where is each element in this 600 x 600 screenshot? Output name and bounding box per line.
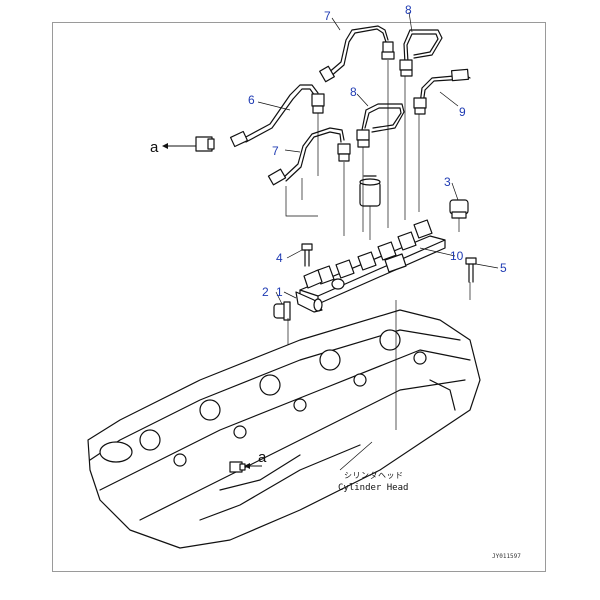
callout-leader <box>284 149 301 153</box>
injection-pipe-6 <box>229 84 325 148</box>
reference-arrow-a-top <box>162 143 196 149</box>
callout-8-upper: 8 <box>405 3 412 17</box>
common-rail <box>299 219 446 305</box>
callout-leader <box>283 291 297 299</box>
callout-leader <box>356 93 369 107</box>
callout-leader <box>339 441 373 471</box>
callout-leader <box>257 101 291 111</box>
plug-nut-on-head <box>229 461 246 473</box>
callout-leader <box>475 263 499 269</box>
assembly-line <box>285 186 318 217</box>
cylinder-head-block <box>87 309 481 549</box>
cylinder-head-label-en: Cylinder Head <box>338 483 408 493</box>
reference-label-a-bottom: a <box>258 449 267 466</box>
injection-pipe-8-lower <box>356 103 405 148</box>
plug <box>273 301 291 321</box>
reference-arrow-a-bottom <box>244 463 262 469</box>
callout-3: 3 <box>444 175 451 189</box>
callout-leader <box>408 11 413 33</box>
injection-pipe-7-lower <box>267 127 351 186</box>
callout-7-upper: 7 <box>324 9 331 23</box>
callout-leader <box>331 17 341 31</box>
drawing-code: JY011597 <box>492 553 521 560</box>
callout-9: 9 <box>459 105 466 119</box>
injection-pipe-7-upper <box>319 25 395 83</box>
callout-1: 1 <box>276 285 283 299</box>
injection-pipe-8-upper <box>399 29 443 77</box>
plug-nut-detail <box>195 136 215 152</box>
callout-leader <box>439 91 459 107</box>
cylinder-head-label-jp: シリンダヘッド <box>344 470 404 480</box>
callout-7-lower: 7 <box>272 144 279 158</box>
reference-label-a-top: a <box>150 139 159 156</box>
bolt-4 <box>301 243 313 267</box>
bolt-5 <box>465 257 477 283</box>
callout-4: 4 <box>276 251 283 265</box>
callout-leader <box>286 249 303 259</box>
callout-8-lower: 8 <box>350 85 357 99</box>
callout-leader <box>451 182 459 201</box>
callout-5: 5 <box>500 261 507 275</box>
callout-leader <box>419 247 456 257</box>
callout-leader <box>275 291 283 305</box>
injection-pipe-9 <box>413 68 471 115</box>
callout-2: 2 <box>262 285 269 299</box>
connector-fitting <box>359 175 381 207</box>
outlet-fitting <box>295 291 323 313</box>
pressure-sensor <box>449 199 469 219</box>
callout-10: 10 <box>450 249 464 263</box>
callout-6: 6 <box>248 93 255 107</box>
